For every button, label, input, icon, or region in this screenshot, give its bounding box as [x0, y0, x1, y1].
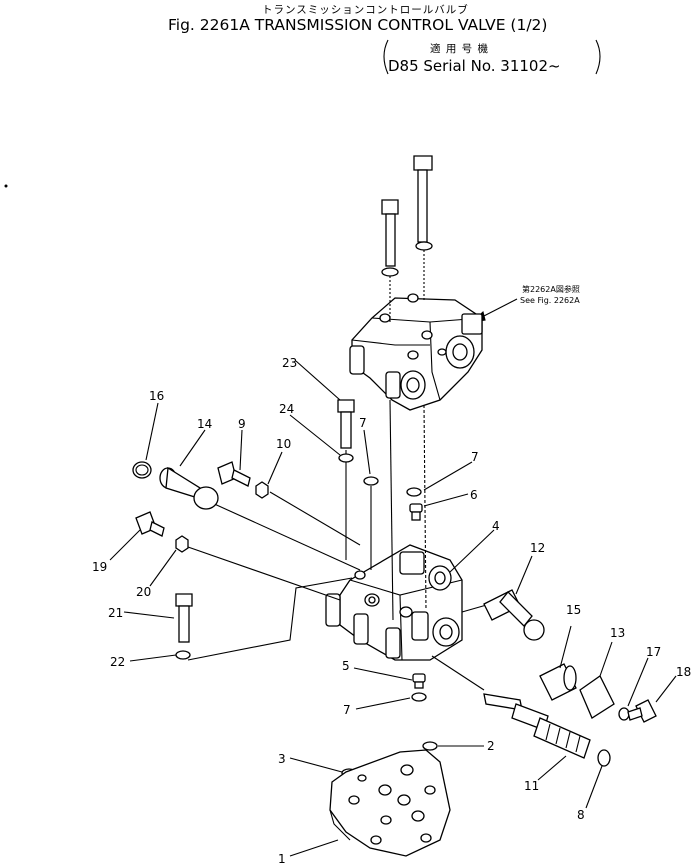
- callout-22: 22: [110, 655, 125, 669]
- part-14-spool: [159, 466, 219, 510]
- part-5-plug: [412, 673, 426, 689]
- part-7-oring-upper: [363, 476, 379, 486]
- callout-15: 15: [566, 603, 581, 617]
- callout-8: 12: [530, 541, 545, 555]
- callout-numbers: 23 24 7 16 14 9 10 7 6 4 12 15 13 17 18 …: [92, 356, 691, 866]
- assembly-axis-lines: [187, 399, 491, 691]
- part-11-cover: [579, 675, 615, 719]
- callout-17: 11: [524, 779, 539, 793]
- part-10-nut: [255, 481, 269, 499]
- callout-21: 21: [108, 606, 123, 620]
- part-18-plug: [597, 749, 611, 767]
- part-7-oring-lower: [411, 692, 427, 702]
- callout-7-upper: 7: [359, 416, 367, 430]
- figure-title: Fig. 2261A TRANSMISSION CONTROL VALVE (1…: [168, 16, 547, 34]
- callout-2: 2: [487, 739, 495, 753]
- callout-24: 24: [279, 402, 294, 416]
- callout-11: 13: [610, 626, 625, 640]
- callout-6: 6: [470, 488, 478, 502]
- part-23-bolt: [337, 399, 355, 560]
- serial-bracket-right: [595, 39, 601, 75]
- callout-10: 10: [276, 437, 291, 451]
- part-8-valve: [483, 589, 545, 641]
- part-21-bolt: [175, 593, 193, 643]
- applicable-label-japanese: 適 用 号 機: [430, 42, 489, 55]
- part-2-oring: [422, 741, 438, 751]
- callout-4: 4: [492, 519, 500, 533]
- title-japanese: トランスミッションコントロールバルブ: [262, 3, 469, 16]
- reference-note-english: See Fig. 2262A: [520, 296, 580, 305]
- part-19-plug: [135, 511, 165, 537]
- callout-9: 9: [238, 417, 246, 431]
- top-bolt-short: [381, 199, 399, 322]
- callout-23: 23: [282, 356, 297, 370]
- leader-lines: [109, 360, 677, 857]
- serial-bracket-left: [383, 39, 389, 75]
- serial-number: D85 Serial No. 31102~: [388, 57, 561, 75]
- part-7-oring-right: [406, 487, 422, 497]
- part-24-washer: [338, 453, 354, 463]
- callout-14: 14: [197, 417, 212, 431]
- top-bolt-long: [413, 155, 433, 300]
- callout-19: 19: [92, 560, 107, 574]
- callout-1: 1: [278, 852, 286, 866]
- part-1-plate: [329, 749, 451, 857]
- part-9-screw: [217, 461, 251, 487]
- callout-16: 16: [149, 389, 164, 403]
- part-20-nut: [175, 535, 189, 553]
- part-12-bolt: [627, 699, 657, 723]
- callout-7-lower: 7: [343, 703, 351, 717]
- callout-3: 3: [278, 752, 286, 766]
- callout-20: 20: [136, 585, 151, 599]
- callout-7-right: 7: [471, 450, 479, 464]
- callout-18: 8: [577, 808, 585, 822]
- callout-13: 17: [646, 645, 661, 659]
- part-6-plug: [409, 503, 423, 521]
- speck-mark: [4, 184, 8, 188]
- callout-12: 18: [676, 665, 691, 679]
- part-17-spool: [483, 693, 591, 759]
- part-15-sleeve: [539, 663, 577, 701]
- reference-note-japanese: 第2262A図参照: [522, 284, 580, 294]
- callout-5: 5: [342, 659, 350, 673]
- upper-valve-body: [349, 293, 483, 411]
- main-valve-body: [325, 544, 463, 661]
- part-13-washer: [618, 707, 630, 721]
- part-22-washer: [175, 650, 191, 660]
